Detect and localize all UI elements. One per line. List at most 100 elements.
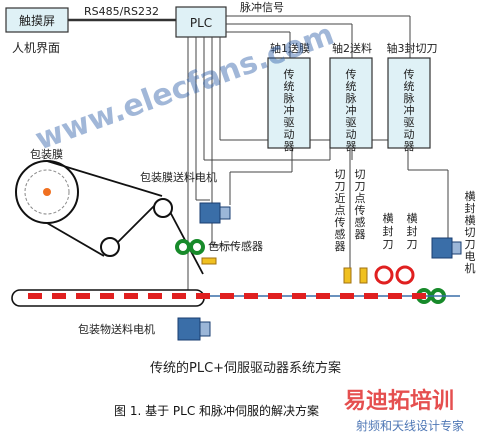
drv1-char: 统 [284,80,295,93]
drv3-char: 驱 [404,116,415,129]
sealMotor-char: 刀 [465,238,476,251]
cutter-point-sensor [359,267,368,284]
sensor-roller-2 [189,239,205,255]
seal2-char: 刀 [407,238,418,251]
drv2-char: 器 [346,140,357,153]
drv1-char: 动 [284,128,295,141]
film-roll-core [43,188,51,196]
film-motor-end [219,206,231,220]
belt-product [196,293,210,299]
film-motor-label: 包装膜送料电机 [140,170,217,184]
cutNear-char: 切 [335,168,346,181]
axis3-driver-box [387,57,431,149]
drv2-char: 统 [346,80,357,93]
belt-product [148,293,162,299]
belt-product [100,293,114,299]
seal2-char: 横 [407,211,418,225]
conveyor-motor-label: 包装物送料电机 [78,322,155,336]
scheme-title: 传统的PLC+伺服驱动器系统方案 [150,360,341,376]
belt-product [220,293,234,299]
belt-product [244,293,258,299]
belt-product [364,293,378,299]
idler-roller-top [153,198,173,218]
cutNear-char: 点 [335,204,346,217]
axis2-title: 轴2送料 [332,41,372,55]
drv3-char: 传 [404,68,415,81]
axis1-title: 轴1送膜 [270,41,310,55]
watermark-brand: 易迪拓培训 [344,388,454,414]
cutter-near-sensor [343,267,352,284]
color-sensor [201,257,217,265]
figure-caption: 图 1. 基于 PLC 和脉冲伺服的解决方案 [114,403,319,418]
belt-product [412,293,426,299]
drv3-char: 统 [404,80,415,93]
cutPoint-char: 切 [355,168,366,181]
belt-products [28,293,426,299]
watermark-sub: 射频和天线设计专家 [356,418,464,433]
drv2-char: 驱 [346,116,357,129]
axis2-driver-box [329,57,373,149]
belt-product [52,293,66,299]
cutNear-char: 感 [335,228,346,241]
cutPoint-char: 感 [355,216,366,229]
sealMotor-char: 横 [465,213,476,227]
belt-product [172,293,186,299]
drv3-char: 脉 [404,91,415,105]
belt-product [388,293,402,299]
cutPoint-char: 器 [355,228,366,241]
seal1-char: 刀 [383,238,394,251]
seal1-char: 封 [383,224,394,238]
idler-roller-left [100,237,120,257]
color-sensor-label: 色标传感器 [208,239,263,253]
drv1-char: 传 [284,68,295,81]
sealMotor-char: 机 [465,261,476,275]
belt-product [340,293,354,299]
cutNear-char: 器 [335,240,346,253]
sensor-roller-1 [175,239,191,255]
sealMotor-char: 电 [465,250,476,263]
film-motor-body [199,202,221,224]
seal-knife-1-label: 横封刀 [383,211,394,251]
cutNear-char: 传 [335,216,346,229]
drv1-char: 脉 [284,91,295,105]
sealMotor-char: 横 [465,189,476,203]
cutPoint-char: 刀 [355,180,366,193]
film-roll-inner [24,169,70,215]
conveyor-motor-body [177,317,201,341]
belt-product [316,293,330,299]
drv2-char: 传 [346,68,357,81]
drv2-char: 脉 [346,91,357,105]
plc-box [175,6,227,38]
belt-product [28,293,42,299]
drv3-char: 冲 [404,103,415,117]
hmi-box [5,7,69,33]
film-label: 包装膜 [30,148,63,161]
seal2-char: 封 [407,224,418,238]
seal-motor-end [451,241,462,255]
belt-product [292,293,306,299]
seal-knife-2 [395,265,415,285]
drv2-char: 冲 [346,103,357,117]
belt-product [124,293,138,299]
axis3-title: 轴3封切刀 [387,41,438,55]
hmi-box-label: 触摸屏 [19,14,55,28]
sealMotor-char: 封 [465,201,476,215]
pulse-wiring [226,15,411,59]
seal-knife-2-label: 横封刀 [407,211,418,251]
seal-motor-body [431,237,453,259]
drv2-char: 动 [346,128,357,141]
drv1-char: 冲 [284,103,295,117]
cutPoint-char: 传 [355,204,366,217]
sealMotor-char: 切 [465,226,476,239]
cutNear-char: 近 [335,192,346,205]
axis1-driver-box [267,57,311,149]
cutNear-char: 刀 [335,180,346,193]
drv1-char: 驱 [284,116,295,129]
drv3-char: 动 [404,128,415,141]
